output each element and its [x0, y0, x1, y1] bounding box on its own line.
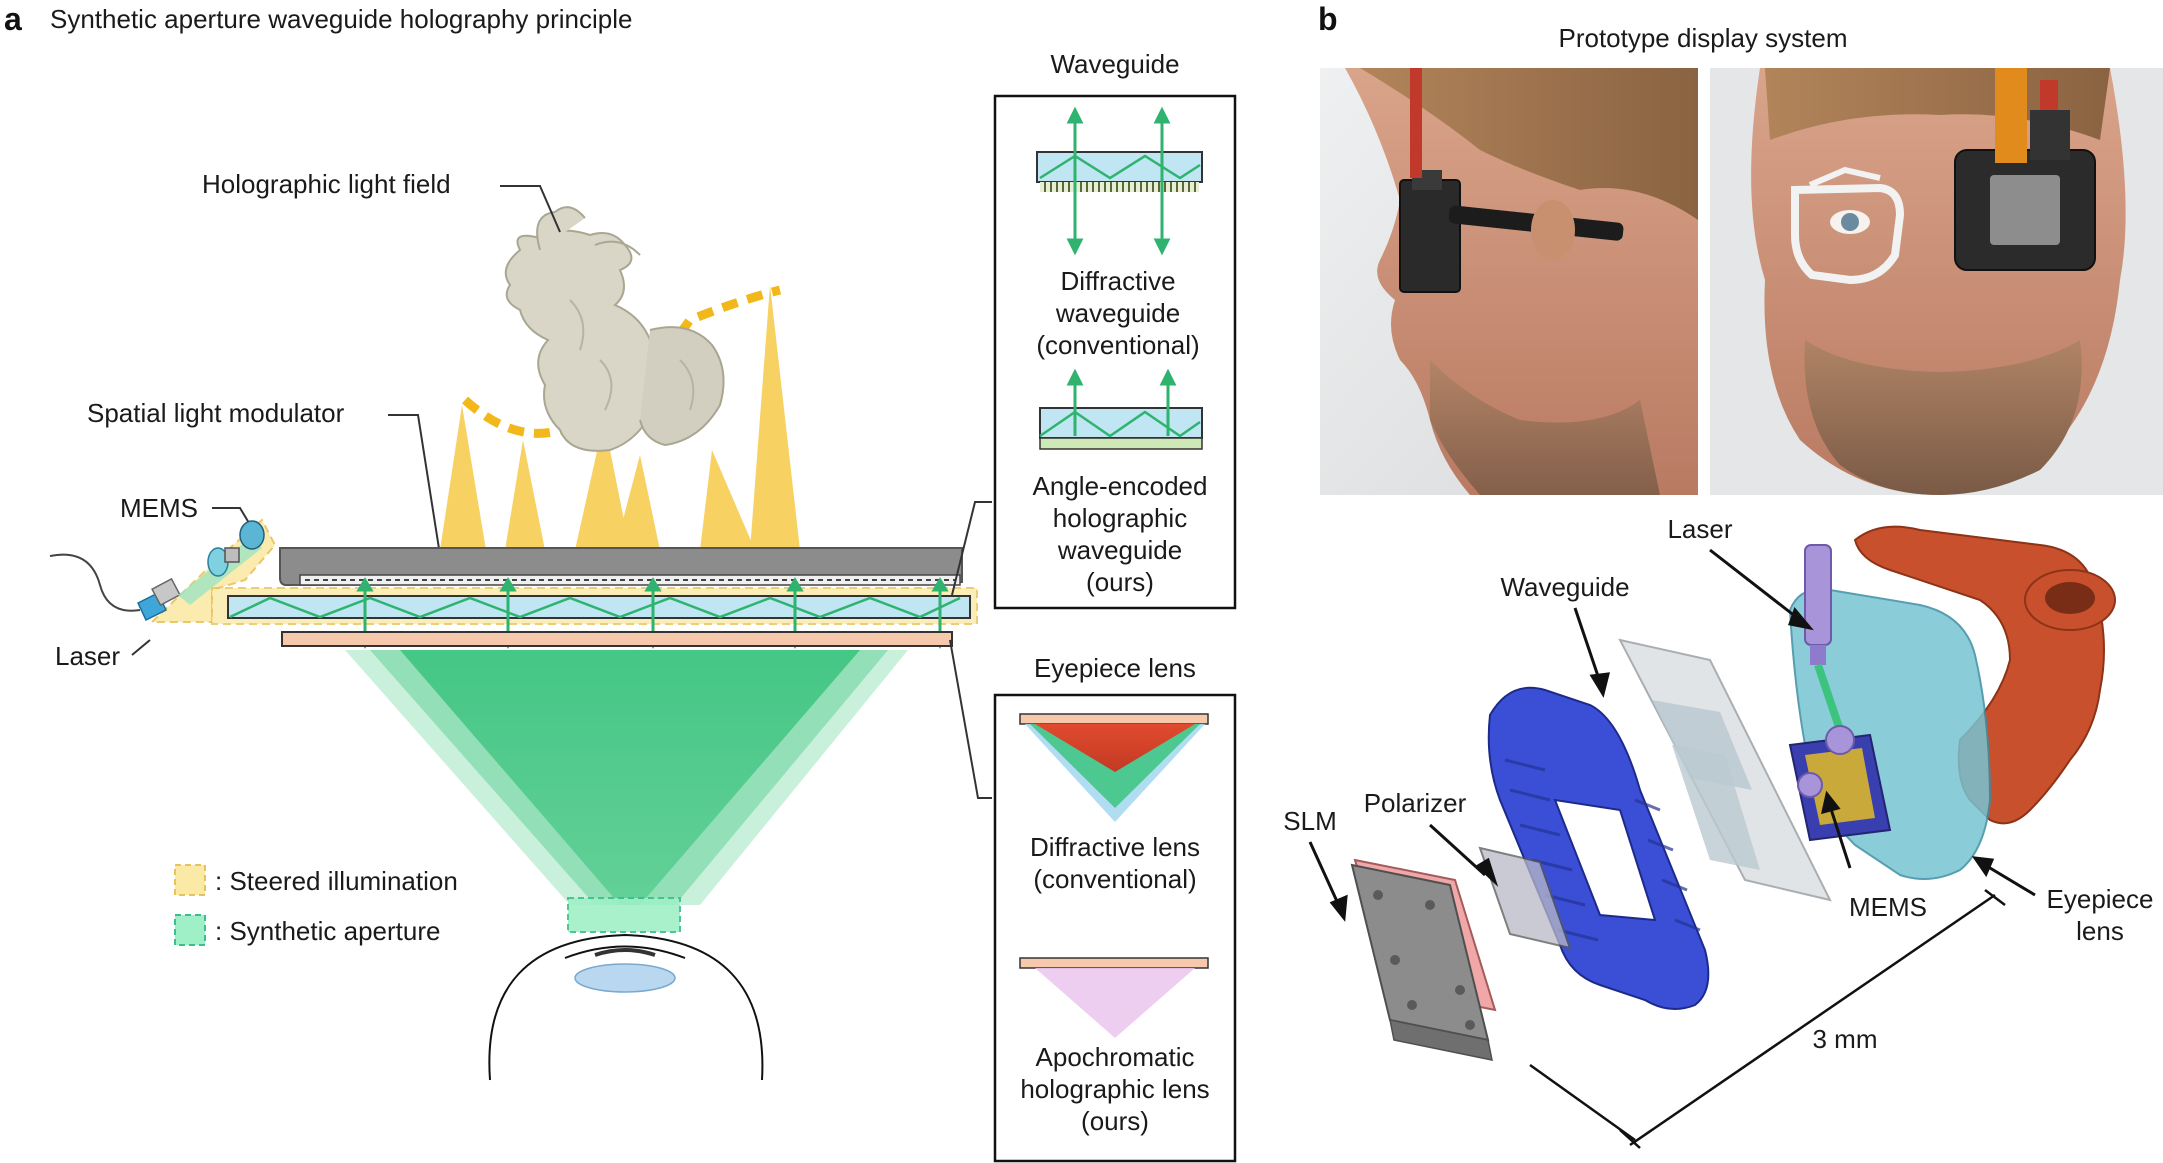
panel-a-title: Synthetic aperture waveguide holography …	[50, 4, 632, 34]
eyepiece-item-1-line-1: Diffractive lens	[1030, 832, 1200, 862]
cad-polarizer-label: Polarizer	[1364, 788, 1467, 818]
prototype-photo-front	[1710, 68, 2163, 495]
laser-source-a	[137, 577, 181, 622]
fiber-cable	[49, 553, 141, 612]
legend-swatch-aperture	[174, 914, 206, 946]
dragon-hologram	[504, 206, 725, 452]
mems-optics-a	[178, 520, 265, 605]
waveguide-callout-line	[951, 501, 992, 596]
eyepiece-callout-line	[949, 639, 992, 799]
scale-bar	[1529, 889, 2006, 1149]
slm-label: Spatial light modulator	[87, 398, 345, 428]
light-field-label: Holographic light field	[202, 169, 451, 199]
cad-mems-label: MEMS	[1849, 892, 1927, 922]
waveguide-item-2-line-4: (ours)	[1086, 567, 1154, 597]
steered-illumination-cones	[440, 285, 800, 550]
cad-waveguide-label: Waveguide	[1500, 572, 1629, 602]
angle-encoded-waveguide-illustration	[1039, 368, 1203, 450]
laser-label-a: Laser	[55, 641, 120, 671]
legend-text-illumination: : Steered illumination	[215, 866, 458, 896]
cad-laser-label: Laser	[1667, 514, 1732, 544]
prototype-photo-side	[1320, 68, 1698, 495]
waveguide-item-1-line-1: Diffractive	[1060, 266, 1175, 296]
waveguide-item-2-line-1: Angle-encoded	[1033, 471, 1208, 501]
waveguide-item-1-line-3: (conventional)	[1036, 330, 1199, 360]
eye	[488, 933, 764, 1081]
waveguide-item-2-line-3: waveguide	[1057, 535, 1182, 565]
panel-b-letter: b	[1318, 1, 1338, 37]
eyepiece-item-2-line-2: holographic lens	[1020, 1074, 1209, 1104]
cad-callout-arrows	[1308, 548, 2036, 922]
slm-slab	[279, 547, 963, 587]
legend: : Steered illumination : Synthetic apert…	[174, 864, 458, 946]
mems-label-a: MEMS	[120, 493, 198, 523]
eyepiece-item-1-line-2: (conventional)	[1033, 864, 1196, 894]
panel-a: a Synthetic aperture waveguide holograph…	[4, 1, 1237, 1163]
eyepiece-item-2-line-1: Apochromatic	[1036, 1042, 1195, 1072]
panel-a-letter: a	[4, 1, 22, 37]
slm-leader	[388, 414, 441, 556]
cad-eyepiece-label-line-2: lens	[2076, 916, 2124, 946]
cad-eyepiece-label-line-1: Eyepiece	[2047, 884, 2154, 914]
panel-b-title: Prototype display system	[1558, 23, 1847, 53]
green-light-cone	[345, 650, 908, 905]
panel-b: b Prototype display system	[1283, 1, 2163, 1149]
waveguide-slab-a	[227, 595, 971, 619]
diffractive-lens-illustration	[1019, 713, 1209, 822]
waveguide-box-title: Waveguide	[1050, 49, 1179, 79]
eyepiece-slab-a	[281, 631, 953, 647]
synthetic-aperture-box	[567, 897, 681, 933]
eyepiece-box-title: Eyepiece lens	[1034, 653, 1196, 683]
diffractive-waveguide-illustration	[1036, 106, 1203, 256]
legend-swatch-illumination	[174, 864, 206, 896]
waveguide-item-2-line-2: holographic	[1053, 503, 1187, 533]
laser-leader-a	[131, 639, 151, 656]
eyepiece-item-2-line-3: (ours)	[1081, 1106, 1149, 1136]
cad-slm-label: SLM	[1283, 806, 1336, 836]
waveguide-item-1-line-2: waveguide	[1055, 298, 1180, 328]
scale-bar-label: 3 mm	[1813, 1024, 1878, 1054]
light-field-leader	[500, 185, 561, 233]
apochromatic-lens-illustration	[1019, 957, 1209, 1038]
cad-exploded-view	[1350, 525, 2116, 1061]
legend-text-aperture: : Synthetic aperture	[215, 916, 440, 946]
